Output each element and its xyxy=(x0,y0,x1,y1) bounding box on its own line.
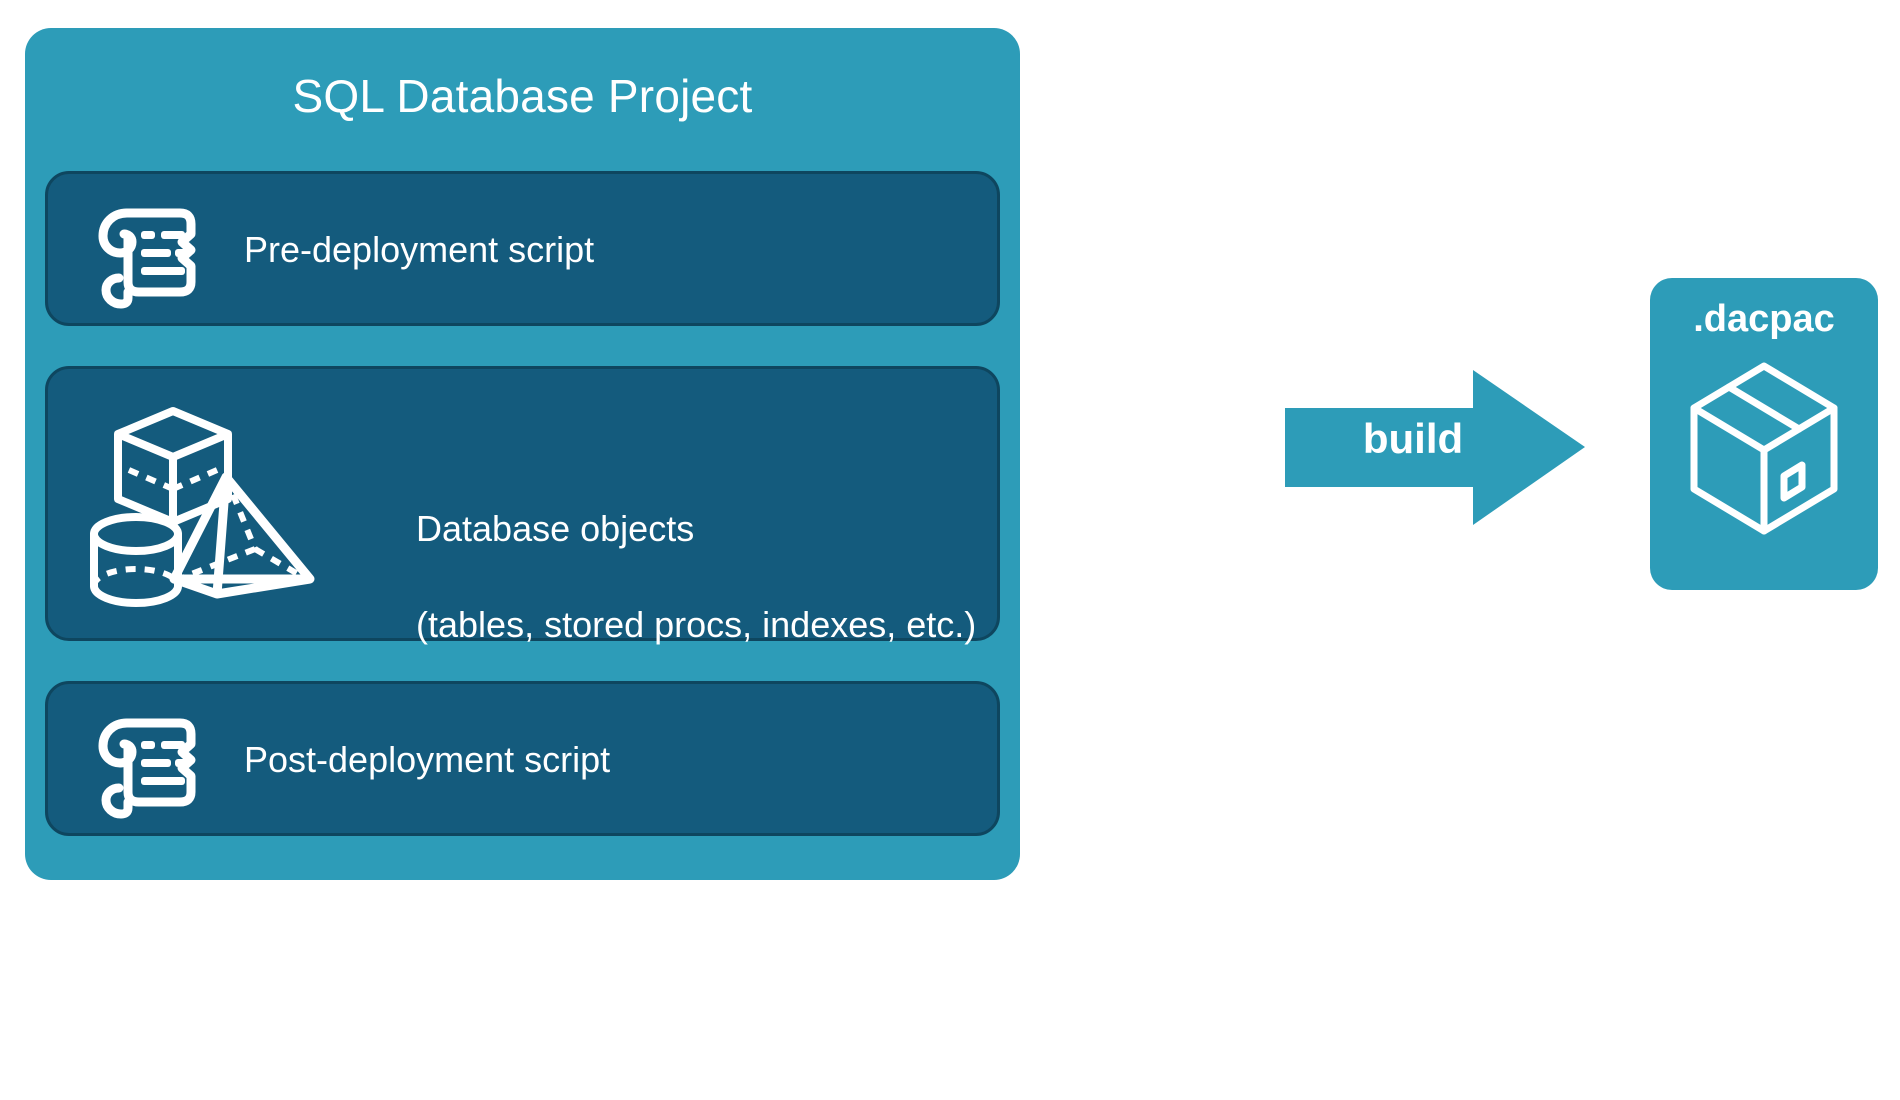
database-objects-line2: (tables, stored procs, indexes, etc.) xyxy=(416,604,977,645)
build-arrow-label: build xyxy=(1362,415,1464,462)
dacpac-title: .dacpac xyxy=(1693,298,1835,340)
page-title: SQL Database Project xyxy=(292,70,753,122)
panel-database-objects-label: Database objects (tables, stored procs, … xyxy=(336,457,976,697)
panel-post-deployment-label: Post-deployment script xyxy=(244,739,611,780)
sql-database-project-card: SQL Database Project Pr xyxy=(25,28,1020,880)
dacpac-card[interactable]: .dacpac xyxy=(1650,278,1878,590)
cylinder-shape xyxy=(90,513,182,607)
database-objects-line1: Database objects xyxy=(416,508,695,549)
panel-database-objects[interactable]: Database objects (tables, stored procs, … xyxy=(45,366,1000,645)
pyramid-shape xyxy=(169,472,315,599)
package-box-icon xyxy=(1690,362,1838,535)
panel-post-deployment[interactable]: Post-deployment script xyxy=(45,681,1000,836)
panel-pre-deployment-label: Pre-deployment script xyxy=(244,229,595,270)
scroll-icon xyxy=(98,208,196,309)
shapes-icon xyxy=(90,407,315,607)
panel-pre-deployment[interactable]: Pre-deployment script xyxy=(45,171,1000,326)
right-arrow-icon xyxy=(1285,370,1585,525)
scroll-icon xyxy=(98,718,196,819)
